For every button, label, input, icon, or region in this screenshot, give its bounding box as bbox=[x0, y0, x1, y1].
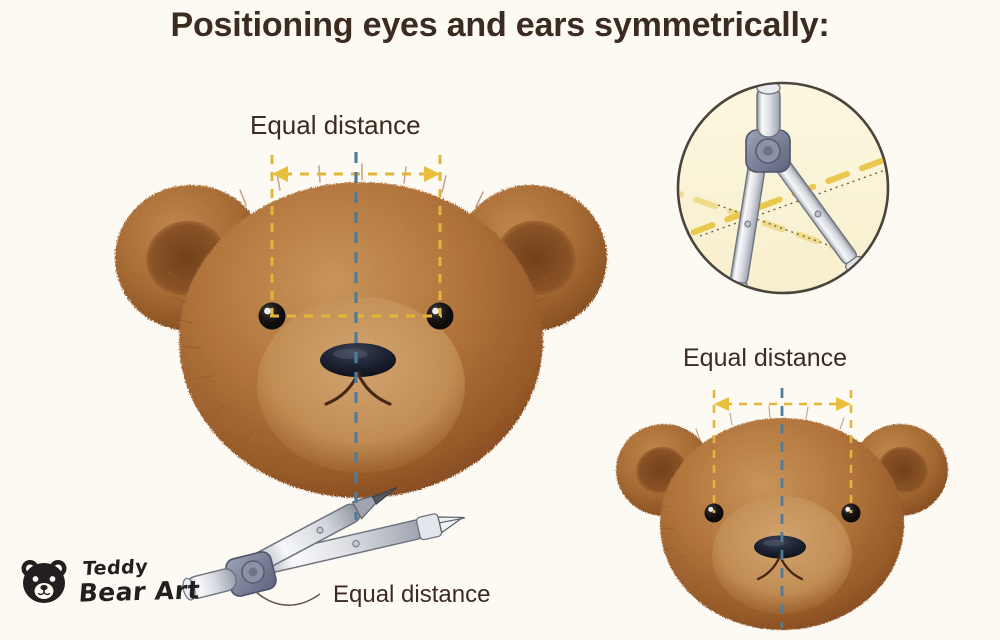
large-bear-eyes bbox=[258, 302, 454, 330]
inset-compass bbox=[728, 84, 878, 292]
label-equal-distance-small: Equal distance bbox=[683, 344, 848, 372]
large-bear-guides bbox=[270, 152, 442, 520]
inset-guide-dotted-2 bbox=[717, 204, 887, 273]
large-bear-nose bbox=[320, 343, 396, 377]
small-arrow-head-left bbox=[714, 397, 729, 411]
compass-leader-line bbox=[255, 591, 321, 606]
page-title: Positioning eyes and ears symmetrically: bbox=[170, 6, 830, 44]
small-bear-mouth bbox=[756, 554, 804, 581]
large-bear-mouth bbox=[324, 371, 392, 406]
large-bear-body bbox=[115, 163, 607, 498]
label-equal-distance-main: Equal distance bbox=[250, 110, 421, 140]
inset-guide-yellow-2 bbox=[679, 185, 887, 275]
small-bear-nose bbox=[754, 535, 806, 559]
compass-hinge bbox=[225, 551, 277, 597]
compass-circle-inset bbox=[676, 81, 890, 295]
arrow-head-right bbox=[424, 166, 440, 182]
small-bear-eyes bbox=[704, 503, 861, 523]
brand-logo: Teddy Bear Art bbox=[18, 556, 202, 608]
brand-logo-text: Teddy Bear Art bbox=[77, 556, 202, 608]
inset-guide-yellow-1 bbox=[679, 147, 887, 248]
small-bear-body bbox=[616, 405, 948, 630]
small-arrow-head-right bbox=[836, 397, 851, 411]
small-bear-guides bbox=[712, 388, 853, 628]
arrow-head-left bbox=[272, 166, 288, 182]
inset-guide-dotted-1 bbox=[699, 162, 887, 237]
label-equal-distance-compass: Equal distance bbox=[333, 581, 491, 608]
bear-head-icon bbox=[21, 560, 67, 603]
brand-line-2: Bear Art bbox=[77, 575, 202, 608]
